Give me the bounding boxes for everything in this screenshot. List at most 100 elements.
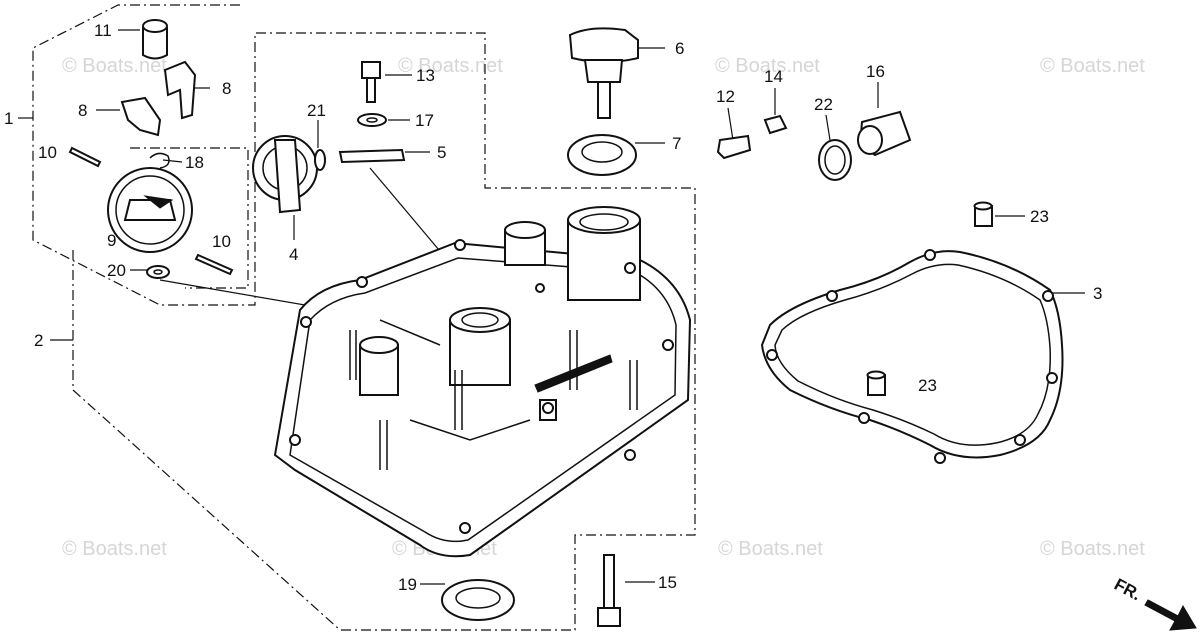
- governor-parts: [68, 19, 234, 279]
- gasket-hole: [1014, 434, 1026, 446]
- label-10a: 10: [38, 143, 57, 162]
- gasket-hole: [858, 412, 870, 424]
- gasket-hole: [924, 249, 936, 261]
- oil-pump-parts: [252, 61, 406, 214]
- governor-gear-inner: [115, 175, 185, 245]
- watermark: © Boats.net: [1040, 55, 1145, 77]
- label-15: 15: [658, 573, 677, 592]
- label-22: 22: [814, 95, 833, 114]
- thrust-washer: [146, 265, 170, 279]
- label-21: 21: [307, 101, 326, 120]
- governor-clip: [149, 152, 170, 169]
- filler-seal-7-hole: [581, 141, 623, 163]
- watermark: © Boats.net: [715, 55, 820, 77]
- crankcase-rib-2: [379, 319, 441, 346]
- crankcase-gasket: [760, 249, 1064, 464]
- label-11: 11: [94, 21, 112, 40]
- washer-22: [818, 139, 852, 181]
- oil-filler-dipstick: [597, 81, 611, 119]
- oil-filler-cap: [568, 27, 639, 63]
- front-marker-text: FR.: [1111, 575, 1144, 605]
- leader-12: [727, 107, 734, 141]
- bolt-13-shank: [366, 77, 376, 103]
- front-arrow-icon: [1144, 599, 1197, 631]
- crankcase-post-5: [379, 420, 388, 470]
- washer-21: [314, 149, 326, 171]
- governor-assembly-outline: [32, 4, 256, 306]
- washer-17: [357, 113, 387, 127]
- leader-18: [162, 159, 183, 163]
- watermark: © Boats.net: [62, 55, 167, 77]
- crankcase-cover-flange: [289, 257, 677, 543]
- crankcase-lug-hole: [542, 402, 554, 414]
- bolt-14: [763, 114, 788, 135]
- label-6: 6: [675, 39, 684, 58]
- crankcase-post-3: [349, 330, 357, 380]
- label-8a: 8: [222, 79, 231, 98]
- watermark: © Boats.net: [62, 538, 167, 560]
- label-16: 16: [866, 62, 885, 81]
- watermark: © Boats.net: [398, 55, 503, 77]
- assembly-outlines: [32, 4, 696, 631]
- governor-pin-a: [68, 146, 102, 168]
- label-4: 4: [289, 245, 298, 264]
- lower-parts: [441, 554, 621, 627]
- shaft-5: [338, 148, 406, 164]
- gasket-outer: [760, 250, 1064, 459]
- label-12: 12: [716, 87, 735, 106]
- crankcase-rib-3: [409, 419, 531, 441]
- bolt-15-head: [597, 607, 621, 627]
- dowel-pin-top: [973, 201, 993, 211]
- label-14: 14: [764, 67, 783, 86]
- bolt-15-shank: [603, 554, 615, 609]
- bolt-13-head: [361, 61, 381, 79]
- oil-seal-19: [441, 579, 515, 621]
- bolt-hole: [624, 262, 636, 274]
- gasket-inner: [774, 263, 1051, 446]
- label-23a: 23: [1030, 207, 1049, 226]
- label-19: 19: [398, 575, 417, 594]
- gasket-hole: [766, 349, 778, 361]
- gear-subgroup-outline: [130, 147, 249, 289]
- label-9: 9: [107, 231, 116, 250]
- label-18: 18: [185, 153, 204, 172]
- front-direction-marker: FR.: [1111, 575, 1197, 631]
- gasket-hole: [1042, 290, 1054, 302]
- governor-weight-b: [120, 96, 162, 137]
- bolt-hole: [356, 276, 368, 288]
- bolt-hole: [624, 449, 636, 461]
- crankcase-boss-right-top: [567, 206, 641, 234]
- label-23b: 23: [918, 376, 937, 395]
- dowel-pins: [866, 201, 993, 396]
- crankcase-center-hub-top: [449, 307, 511, 333]
- label-8b: 8: [78, 101, 87, 120]
- gasket-hole: [1046, 372, 1058, 384]
- label-17: 17: [415, 111, 434, 130]
- governor-slider: [142, 27, 168, 60]
- governor-gear-holder: [143, 195, 174, 209]
- crankcase-left-hub-top: [359, 336, 399, 354]
- crankcase-post-2: [569, 330, 578, 390]
- bolt-hole: [454, 239, 466, 251]
- bracket-12: [716, 134, 752, 160]
- drain-bolt-16-thread: [857, 125, 883, 155]
- gasket-hole: [934, 452, 946, 464]
- governor-weight-a: [163, 60, 197, 120]
- crankcase-cover: [273, 206, 692, 558]
- label-5: 5: [437, 143, 446, 162]
- gasket-hole: [826, 290, 838, 302]
- leader-22: [825, 114, 831, 141]
- label-7: 7: [672, 134, 681, 153]
- oil-filler-cap-thread: [583, 59, 624, 83]
- bolt-hole: [289, 434, 301, 446]
- callout-labels: 1 2 3 4 5 6 7 8 8 9 10 10 11 12 13 14 15…: [4, 21, 1102, 594]
- label-10b: 10: [212, 232, 231, 251]
- watermark: © Boats.net: [718, 538, 823, 560]
- governor-pin-b: [194, 253, 234, 276]
- thrust-washer-hole: [153, 269, 163, 275]
- crankcase-boss-right-bore: [579, 213, 629, 231]
- crankcase-post-4: [629, 360, 638, 410]
- crankcase-cover-outline: [72, 32, 696, 631]
- governor-slider-top: [142, 19, 168, 33]
